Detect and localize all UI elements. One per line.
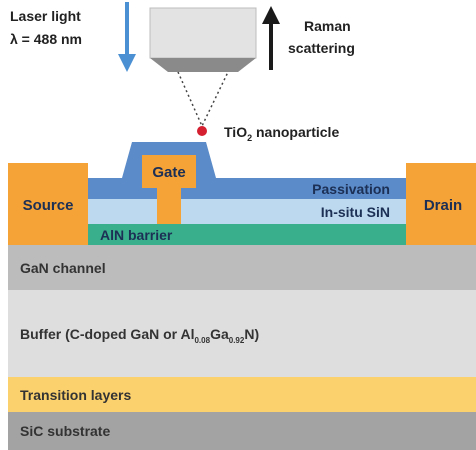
tio2-label-subscript: 2 bbox=[247, 133, 252, 143]
gate-contact bbox=[142, 155, 196, 224]
buffer-label-prefix: Buffer (C-doped GaN or Al bbox=[20, 326, 194, 342]
buffer-label-suffix: N) bbox=[244, 326, 259, 342]
insitu-sin-label: In-situ SiN bbox=[321, 204, 390, 220]
tio2-nanoparticle-dot bbox=[197, 126, 207, 136]
focus-cone bbox=[177, 71, 229, 128]
buffer-label: Buffer (C-doped GaN or Al0.08Ga0.92N) bbox=[20, 326, 259, 345]
transition-layers-label: Transition layers bbox=[20, 387, 131, 403]
raman-label-line2: scattering bbox=[288, 40, 355, 56]
objective-body bbox=[149, 7, 257, 59]
gan-channel-layer bbox=[8, 245, 476, 290]
buffer-label-mid: Ga bbox=[210, 326, 229, 342]
raman-label-line1: Raman bbox=[304, 18, 351, 34]
laser-label-line1: Laser light bbox=[10, 8, 81, 24]
aln-barrier-layer bbox=[88, 224, 406, 245]
transition-layers-layer bbox=[8, 377, 476, 412]
tio2-label-prefix: TiO bbox=[224, 124, 247, 140]
laser-arrow-head bbox=[118, 54, 136, 72]
gan-channel-label: GaN channel bbox=[20, 260, 106, 276]
source-label: Source bbox=[23, 197, 74, 214]
buffer-label-sub2: 0.92 bbox=[229, 336, 245, 345]
raman-arrow-head bbox=[262, 6, 280, 24]
buffer-layer bbox=[8, 290, 476, 377]
tio2-label-suffix: nanoparticle bbox=[252, 124, 339, 140]
laser-label-line2: λ = 488 nm bbox=[10, 31, 82, 47]
gate-label: Gate bbox=[152, 164, 185, 181]
sic-substrate-label: SiC substrate bbox=[20, 423, 110, 439]
tio2-label: TiO2 nanoparticle bbox=[224, 124, 339, 143]
buffer-label-sub1: 0.08 bbox=[194, 336, 210, 345]
objective-lens bbox=[150, 58, 256, 72]
insitu-sin-layer bbox=[88, 199, 406, 224]
drain-label: Drain bbox=[424, 197, 462, 214]
sic-substrate-layer bbox=[8, 412, 476, 450]
passivation-label: Passivation bbox=[312, 181, 390, 197]
aln-barrier-label: AlN barrier bbox=[100, 227, 173, 243]
drain-contact bbox=[406, 163, 476, 245]
source-contact bbox=[8, 163, 88, 245]
